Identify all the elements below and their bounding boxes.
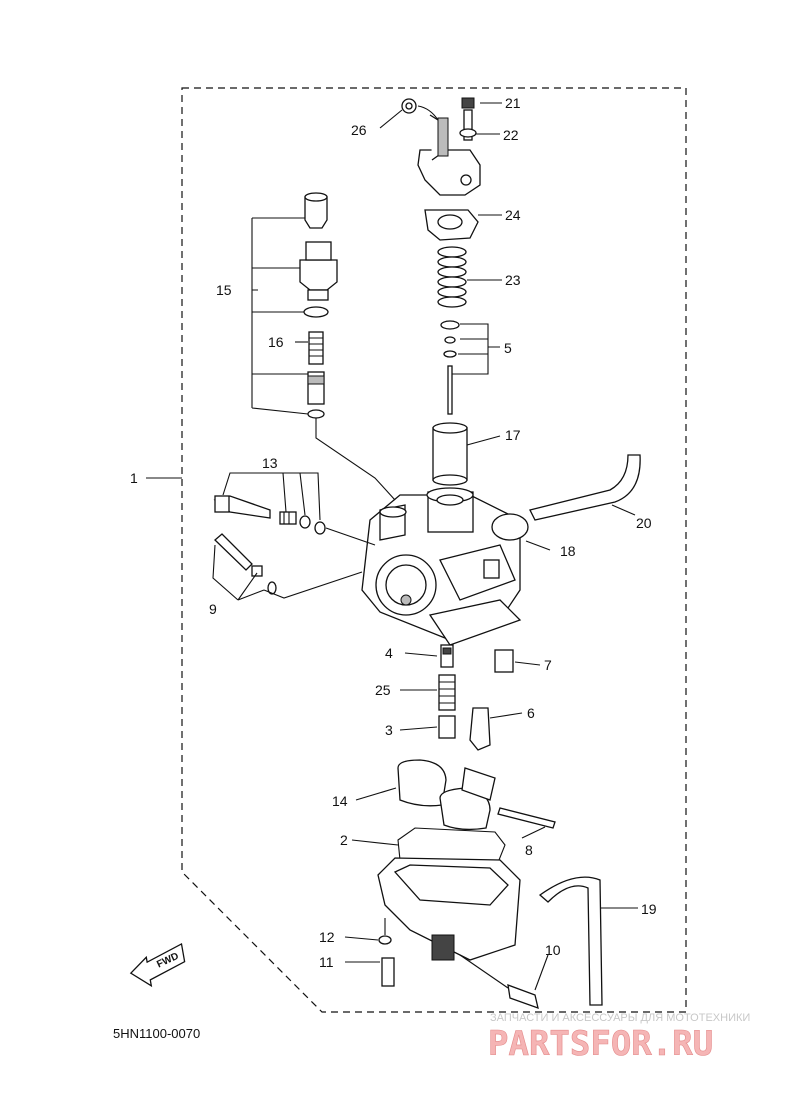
drain-screw	[507, 984, 539, 1010]
throttle-stop-screw-set	[214, 533, 277, 595]
starter-plunger-group	[299, 192, 338, 419]
bowl-screw	[381, 957, 395, 987]
assembly-boundary	[181, 87, 687, 1013]
watermark-logo: PARTSFOR.RU	[488, 1024, 713, 1064]
fwd-arrow-icon: FWD	[129, 942, 186, 988]
pilot-air-screw-set	[213, 495, 326, 535]
watermark-caption: ЗАПЧАСТИ И АКСЕССУАРЫ ДЛЯ МОТОТЕХНИКИ	[490, 1012, 750, 1024]
callout-24: 24	[505, 207, 521, 223]
callout-25: 25	[375, 682, 391, 698]
callout-3: 3	[385, 722, 393, 738]
callout-22: 22	[503, 127, 519, 143]
callout-numbers: 1 2 3 4 5 6 7 8 9 10 11 12 13 14 15 16 1…	[130, 95, 657, 970]
diagram-code: 5HN1100-0070	[113, 1026, 200, 1041]
callout-16: 16	[268, 334, 284, 350]
throttle-valve	[432, 422, 468, 486]
callout-26: 26	[351, 122, 367, 138]
callout-21: 21	[505, 95, 521, 111]
callout-4: 4	[385, 645, 393, 661]
callout-8: 8	[525, 842, 533, 858]
carburetor-body	[361, 487, 522, 646]
fuel-hose	[529, 454, 641, 521]
callout-12: 12	[319, 929, 335, 945]
throttle-spring	[437, 246, 467, 308]
o-ring	[491, 513, 529, 541]
callout-17: 17	[505, 427, 521, 443]
callout-20: 20	[636, 515, 652, 531]
float-assembly	[397, 759, 556, 877]
callout-15: 15	[216, 282, 232, 298]
callout-1: 1	[130, 470, 138, 486]
callout-14: 14	[332, 793, 348, 809]
callout-9: 9	[209, 601, 217, 617]
callout-23: 23	[505, 272, 521, 288]
callout-7: 7	[544, 657, 552, 673]
callout-19: 19	[641, 901, 657, 917]
jets-group	[438, 644, 514, 751]
callout-6: 6	[527, 705, 535, 721]
callout-18: 18	[560, 543, 576, 559]
callout-5: 5	[504, 340, 512, 356]
callout-2: 2	[340, 832, 348, 848]
callout-10: 10	[545, 942, 561, 958]
overflow-hose	[538, 876, 603, 1006]
carburetor-cap-group	[401, 97, 481, 241]
float-bowl	[377, 857, 521, 961]
leader-lines	[146, 102, 638, 991]
callout-13: 13	[262, 455, 278, 471]
jet-needle-set	[440, 320, 460, 415]
callout-11: 11	[319, 954, 334, 970]
watermark: ЗАПЧАСТИ И АКСЕССУАРЫ ДЛЯ МОТОТЕХНИКИ PA…	[488, 1012, 751, 1064]
bowl-washer	[378, 935, 392, 945]
